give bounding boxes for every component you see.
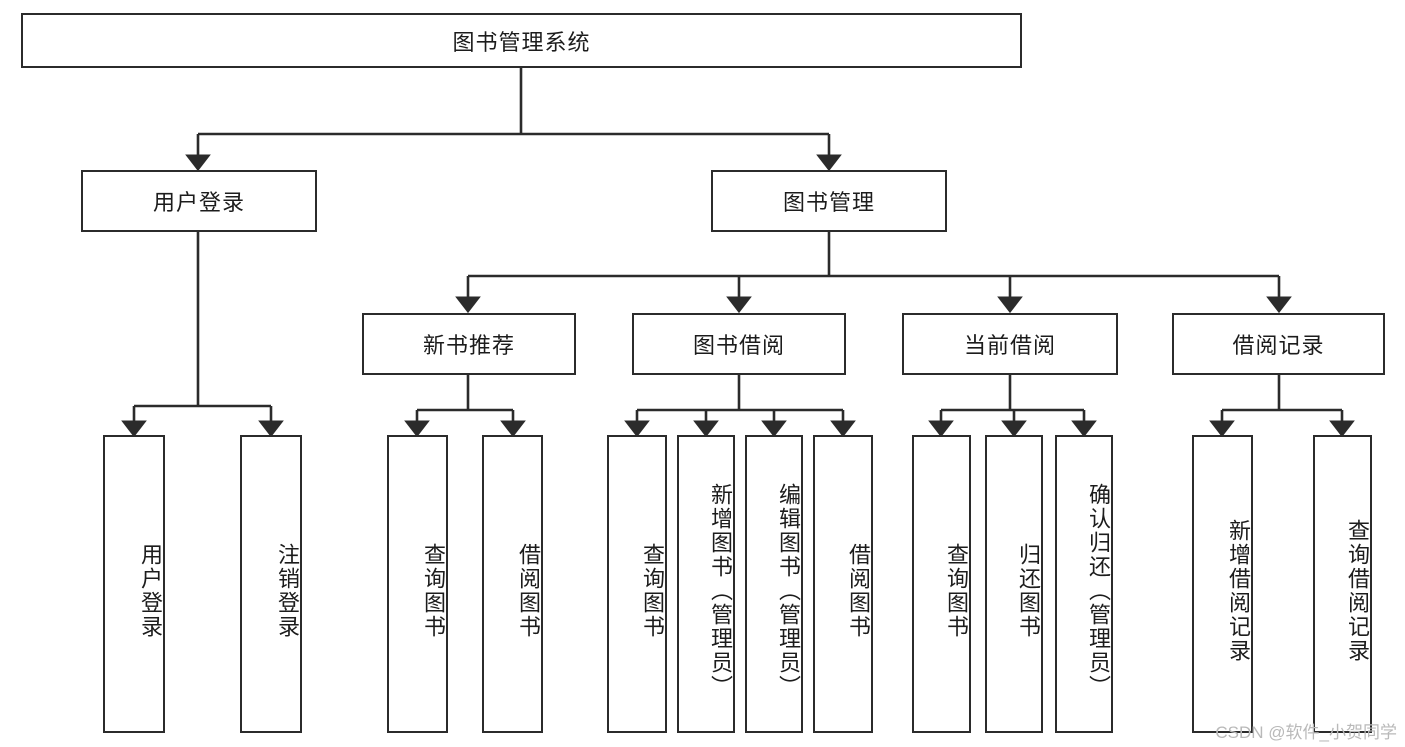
leaf-borrow-edit-book-label: 编辑图书（管理员）	[776, 483, 801, 699]
leaf-current-query-book[interactable]: 查询图书	[912, 435, 971, 733]
leaf-record-add[interactable]: 新增借阅记录	[1192, 435, 1253, 733]
leaf-borrow-edit-book[interactable]: 编辑图书（管理员）	[745, 435, 803, 733]
leaf-record-query-label: 查询借阅记录	[1345, 519, 1370, 663]
leaf-current-return-book[interactable]: 归还图书	[985, 435, 1043, 733]
node-borrow-record[interactable]: 借阅记录	[1172, 313, 1385, 375]
node-user-login-label: 用户登录	[152, 190, 245, 215]
leaf-user-login-label: 用户登录	[138, 543, 163, 639]
node-book-borrow-label: 图书借阅	[692, 333, 785, 358]
watermark: CSDN @软件_小贺同学	[1215, 723, 1397, 742]
leaf-recommend-borrow-book-label: 借阅图书	[516, 543, 541, 639]
leaf-current-return-book-label: 归还图书	[1016, 543, 1041, 639]
leaf-borrow-query-book[interactable]: 查询图书	[607, 435, 667, 733]
leaf-record-add-label: 新增借阅记录	[1226, 519, 1251, 663]
leaf-recommend-query-book[interactable]: 查询图书	[387, 435, 448, 733]
leaf-record-query[interactable]: 查询借阅记录	[1313, 435, 1372, 733]
leaf-borrow-borrow-book-label: 借阅图书	[846, 543, 871, 639]
leaf-borrow-add-book-label: 新增图书（管理员）	[708, 483, 733, 699]
node-current-borrow-label: 当前借阅	[963, 333, 1056, 358]
node-current-borrow[interactable]: 当前借阅	[902, 313, 1118, 375]
node-new-book-recommend-label: 新书推荐	[422, 333, 515, 358]
node-book-management-label: 图书管理	[782, 190, 875, 215]
node-root-label: 图书管理系统	[452, 29, 591, 55]
leaf-logout[interactable]: 注销登录	[240, 435, 302, 733]
leaf-current-confirm-return[interactable]: 确认归还（管理员）	[1055, 435, 1113, 733]
leaf-recommend-borrow-book[interactable]: 借阅图书	[482, 435, 543, 733]
node-root[interactable]: 图书管理系统	[21, 13, 1022, 68]
node-book-management[interactable]: 图书管理	[711, 170, 947, 232]
leaf-recommend-query-book-label: 查询图书	[421, 543, 446, 639]
leaf-user-login[interactable]: 用户登录	[103, 435, 165, 733]
leaf-borrow-borrow-book[interactable]: 借阅图书	[813, 435, 873, 733]
node-user-login[interactable]: 用户登录	[81, 170, 317, 232]
node-borrow-record-label: 借阅记录	[1232, 333, 1325, 358]
leaf-borrow-query-book-label: 查询图书	[640, 543, 665, 639]
leaf-logout-label: 注销登录	[275, 543, 300, 639]
node-book-borrow[interactable]: 图书借阅	[632, 313, 846, 375]
leaf-borrow-add-book[interactable]: 新增图书（管理员）	[677, 435, 735, 733]
leaf-current-query-book-label: 查询图书	[944, 543, 969, 639]
node-new-book-recommend[interactable]: 新书推荐	[362, 313, 576, 375]
leaf-current-confirm-return-label: 确认归还（管理员）	[1086, 483, 1111, 699]
